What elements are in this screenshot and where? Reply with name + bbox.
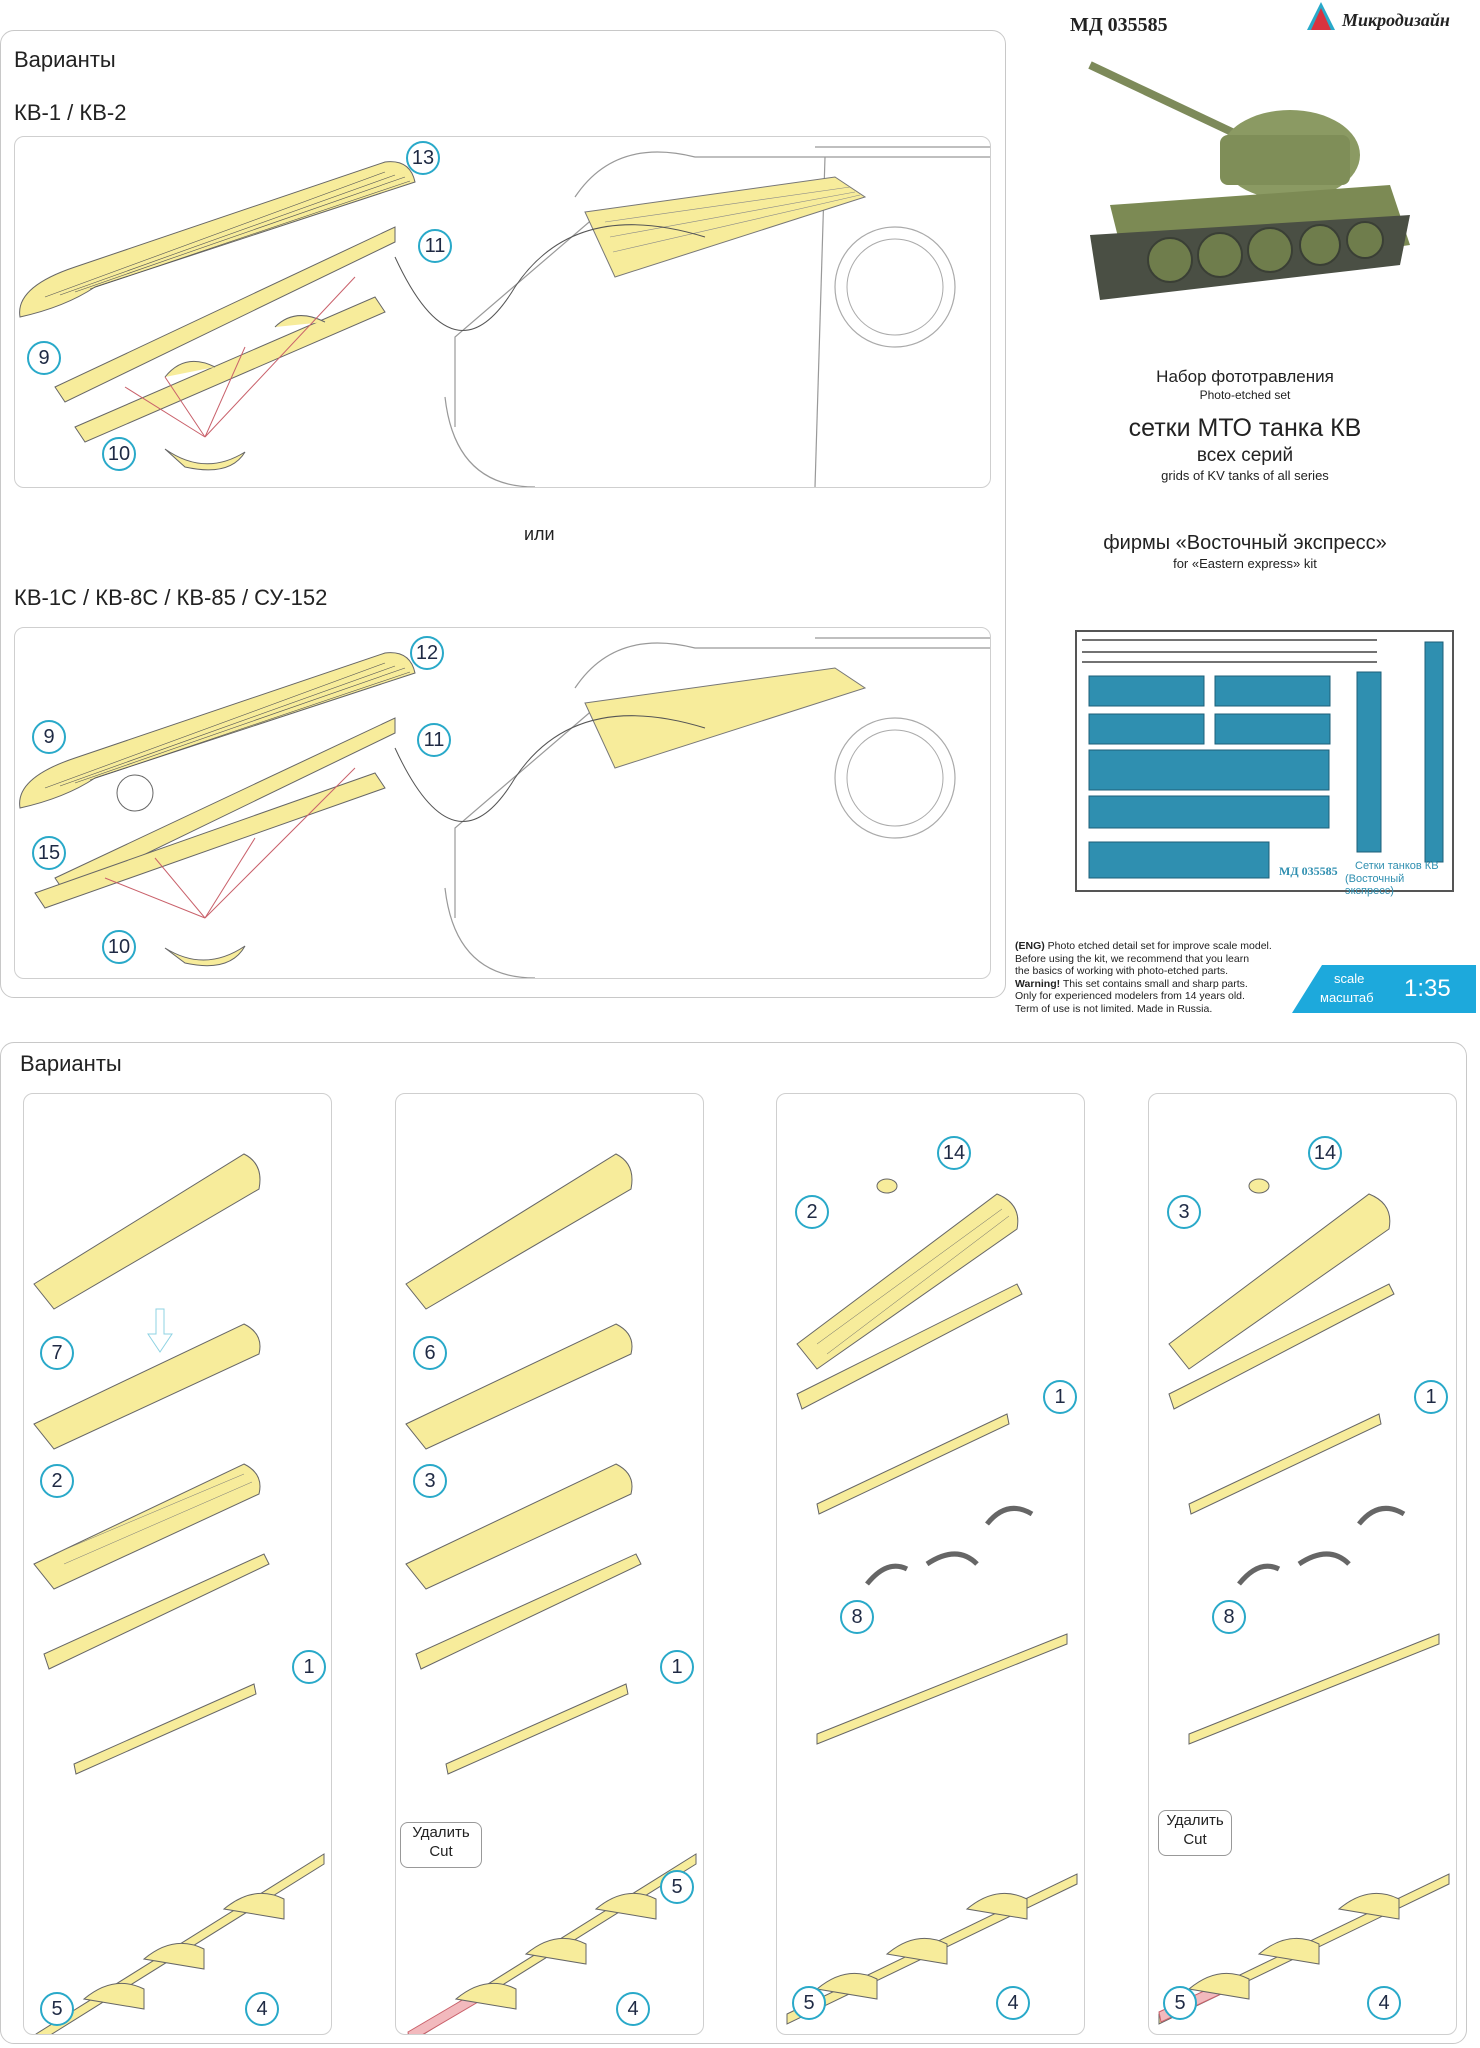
col4-callout-1: 1 (1414, 1380, 1448, 1414)
disclaimer-line1: Photo etched detail set for improve scal… (1044, 940, 1272, 952)
col3-drawing (786, 1178, 1078, 2025)
col3-callout-4: 4 (996, 1986, 1030, 2020)
product-code: МД 035585 (1070, 14, 1168, 36)
variant2-label: КВ-1С / КВ-8С / КВ-85 / СУ-152 (14, 585, 328, 610)
series-ru: всех серий (1196, 445, 1294, 466)
col4-drawing (1158, 1178, 1450, 2025)
col2-callout-5: 5 (660, 1870, 694, 1904)
cut-note-col4: Удалить Cut (1158, 1810, 1232, 1856)
col1-drawing (33, 1153, 325, 2034)
col4-callout-4: 4 (1367, 1986, 1401, 2020)
cut-label-ru: Удалить (412, 1824, 470, 1841)
cut-note-col2: Удалить Cut (400, 1822, 482, 1868)
disclaimer-lang: (ENG) (1015, 940, 1045, 952)
col2-callout-1: 1 (660, 1650, 694, 1684)
firm-en: for «Eastern express» kit (1173, 556, 1317, 571)
product-title-ru: сетки МТО танка КВ (1128, 414, 1362, 442)
col3-callout-14: 14 (937, 1136, 971, 1170)
series-en: grids of KV tanks of all series (1161, 468, 1329, 483)
bottom-variant-col3 (776, 1093, 1085, 2035)
col2-drawing (405, 1153, 697, 2034)
scale-badge: scale масштаб 1:35 (1292, 965, 1476, 1013)
photo-etched-fret: МД 035585 Сетки танков КВ (Восточный экс… (1075, 630, 1454, 897)
disclaimer-line4: This set contains small and sharp parts. (1060, 977, 1248, 990)
fret-label-line1: Сетки танков КВ (1355, 860, 1439, 872)
v2-callout-9: 9 (32, 720, 66, 754)
variant1-diagram (14, 136, 991, 488)
col4-callout-8: 8 (1212, 1600, 1246, 1634)
variant2-diagram (14, 627, 991, 979)
bottom-variant-col1 (23, 1093, 332, 2035)
variant1-label: КВ-1 / КВ-2 (14, 100, 127, 125)
bottom-variant-col4 (1148, 1093, 1457, 2035)
v1-callout-9: 9 (27, 341, 61, 375)
bottom-variant-col2 (395, 1093, 704, 2035)
fret-code: МД 035585 (1279, 864, 1338, 878)
col1-callout-5: 5 (40, 1992, 74, 2026)
col1-callout-4: 4 (245, 1992, 279, 2026)
v1-callout-10: 10 (102, 437, 136, 471)
or-label: или (524, 524, 555, 544)
col4-callout-14: 14 (1308, 1136, 1342, 1170)
cut-label-ru: Удалить (1166, 1812, 1224, 1829)
disclaimer-warning: Warning! (1015, 977, 1061, 990)
disclaimer-line2: Before using the kit, we recommend that … (1015, 952, 1250, 965)
col1-callout-1: 1 (292, 1650, 326, 1684)
col3-callout-5: 5 (792, 1986, 826, 2020)
disclaimer-line6: Term of use is not limited. Made in Russ… (1015, 1002, 1213, 1015)
disclaimer-line5: Only for experienced modelers from 14 ye… (1015, 990, 1245, 1002)
col4-callout-3: 3 (1167, 1195, 1201, 1229)
col1-callout-7: 7 (40, 1336, 74, 1370)
col3-callout-2: 2 (795, 1195, 829, 1229)
col3-callout-8: 8 (840, 1600, 874, 1634)
disclaimer: (ENG) Photo etched detail set for improv… (1015, 940, 1315, 1015)
col4-callout-5: 5 (1163, 1986, 1197, 2020)
col1-callout-2: 2 (40, 1464, 74, 1498)
scale-label-ru: масштаб (1320, 990, 1374, 1005)
top-panel-title: Варианты (14, 47, 116, 72)
v1-callout-13: 13 (406, 141, 440, 175)
v2-callout-10: 10 (102, 930, 136, 964)
scale-label-en: scale (1334, 971, 1365, 986)
bottom-panel-title: Варианты (20, 1051, 122, 1076)
col2-callout-3: 3 (413, 1464, 447, 1498)
brand-name: Микродизайн (1342, 10, 1450, 30)
col2-callout-6: 6 (413, 1336, 447, 1370)
set-title-ru: Набор фототравления (1156, 367, 1334, 386)
set-title-en: Photo-etched set (1199, 388, 1291, 402)
variant1-drawing (19, 146, 990, 487)
v2-callout-12: 12 (410, 636, 444, 670)
col2-callout-4: 4 (616, 1992, 650, 2026)
v2-callout-11: 11 (417, 723, 451, 757)
firm-ru: фирмы «Восточный экспресс» (1103, 532, 1387, 554)
col3-callout-1: 1 (1043, 1380, 1077, 1414)
fret-label-line2: (Восточный экспресс) (1345, 873, 1405, 897)
variant2-drawing (19, 637, 990, 978)
cut-label-en: Cut (429, 1843, 453, 1860)
disclaimer-line3: the basics of working with photo-etched … (1015, 965, 1229, 977)
cut-label-en: Cut (1183, 1831, 1207, 1848)
scale-value: 1:35 (1404, 975, 1451, 1002)
tank-photo (1070, 55, 1420, 305)
brand-logo-icon (1305, 2, 1337, 30)
v2-callout-15: 15 (32, 836, 66, 870)
v1-callout-11: 11 (418, 229, 452, 263)
